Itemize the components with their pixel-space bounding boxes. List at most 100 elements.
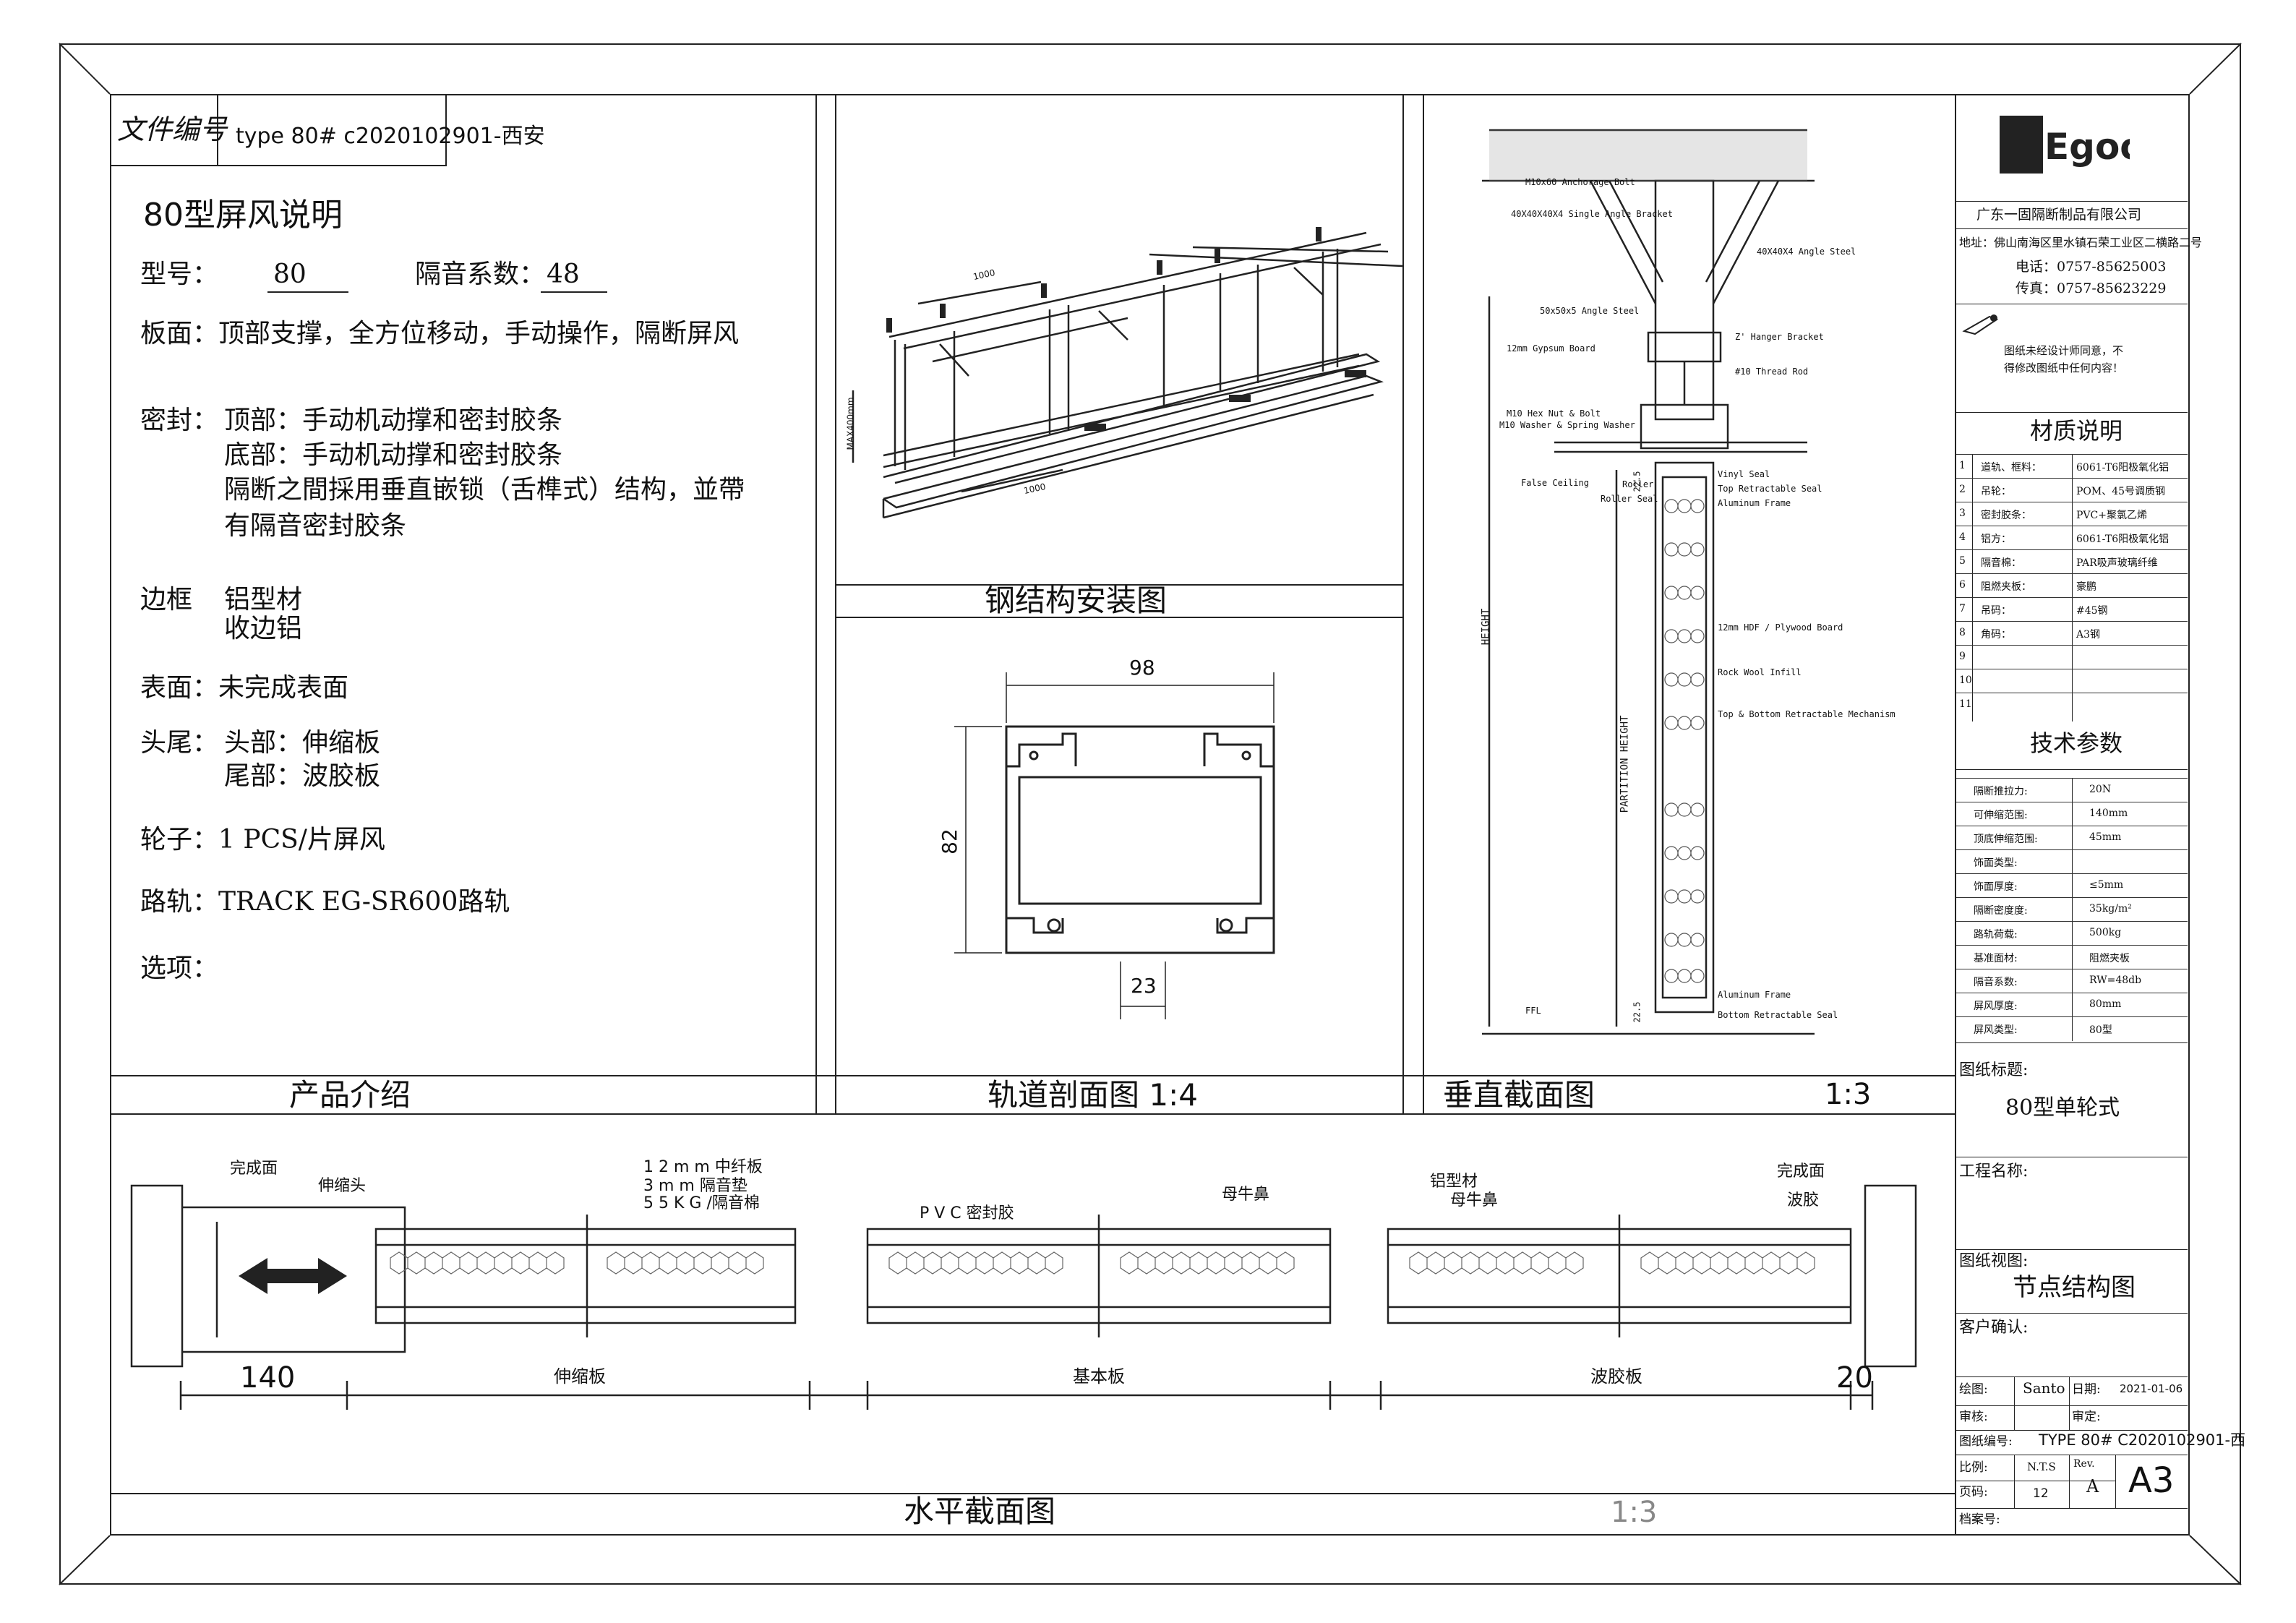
materials-row-number: 11 [1959,698,1972,710]
materials-row-number: 6 [1959,579,1966,591]
materials-row [1956,669,2188,693]
company-address: 地址：佛山南海区里水镇石荣工业区二横路二号 [1959,236,2203,249]
ends-line-1: 头部：伸缩板 [224,728,381,758]
page-value: 12 [2033,1486,2049,1501]
tech-row [1956,873,2188,898]
svg-text:Egood: Egood [2044,126,2130,168]
divider [1956,1313,2188,1314]
divider [1956,1042,2188,1043]
panel-line: 板面：顶部支撑，全方位移动，手动操作，隔断屏风 [140,319,740,348]
vertical-caption: 垂直截面图 [1443,1077,1595,1113]
tech-row-value: RW=48db [2089,975,2142,986]
vertical-scale: 1:3 [1825,1078,1872,1111]
hs-dim-p3: 波胶板 [1590,1366,1642,1387]
underline [267,291,348,293]
materials-row-number: 7 [1959,603,1966,614]
materials-row [1956,645,2188,669]
tech-row-param: 基准面材: [1974,953,2018,964]
divider [1956,1405,2188,1406]
scale-label: 比例: [1959,1460,1988,1475]
vs-label-16: 12mm HDF / Plywood Board [1718,622,1843,633]
tech-row [1956,849,2188,874]
options-line: 选项： [140,954,219,983]
company-tel: 电话：0757-85625003 [2016,259,2167,275]
tech-row [1956,1016,2188,1041]
tech-row [1956,778,2188,802]
horizontal-caption: 水平截面图 [904,1494,1056,1529]
materials-row [1956,597,2188,622]
divider [1956,1376,2188,1377]
vs-label-21: FFL [1525,1006,1541,1016]
materials-row-value: #45钢 [2076,605,2108,617]
seal-line-3: 隔断之間採用垂直嵌锁（舌榫式）结构，並帶 [224,475,745,505]
materials-row [1956,526,2188,550]
vs-label-18: Top & Bottom Retractable Mechanism [1718,709,1896,719]
tech-row-value: 35kg/m² [2089,903,2132,915]
materials-row-value: 6061-T6阳极氧化铝 [2076,534,2169,545]
model-label: 型号： [140,260,219,289]
divider [1956,1430,2188,1431]
divider [110,1075,1955,1076]
divider [836,584,1402,586]
divider [2072,454,2073,721]
tech-row-param: 隔断推拉力: [1974,786,2028,797]
vs-label-6: 12mm Gypsum Board [1507,343,1595,354]
review-label: 审核: [1959,1410,1988,1424]
date-value: 2021-01-06 [2120,1382,2183,1395]
frame-label: 边框 [140,585,193,614]
vs-label-17: Rock Wool Infill [1718,667,1802,677]
materials-row-item: 密封胶条： [1981,510,2031,521]
notice-line-2: 得修改图纸中任何内容！ [2004,361,2124,374]
divider [2014,1376,2015,1430]
drawing-title: 80型单轮式 [2005,1095,2120,1121]
seal-line-4: 有隔音密封胶条 [224,511,407,541]
hs-alu: 铝型材 [1430,1173,1478,1191]
tech-row-value: 45mm [2089,831,2122,843]
tech-row-param: 路轨荷载: [1974,929,2018,941]
seal-label: 密封： [140,406,219,435]
seal-line-2: 底部：手动机动撑和密封胶条 [224,440,563,470]
client-label: 客户确认: [1959,1319,2029,1337]
hs-pvc: P V C 密封胶 [920,1204,1014,1222]
tech-row-param: 屏风厚度: [1974,1001,2018,1012]
model-value: 80 [273,260,307,289]
horizontal-scale: 1:3 [1611,1496,1658,1529]
tech-row-param: 隔断密度度: [1974,905,2028,917]
divider [1402,94,1404,1115]
vs-label-12: Roller Seal [1601,494,1658,504]
divider [1956,1249,2188,1250]
divider [1955,94,1956,1536]
tech-row-value: ≤5mm [2089,879,2124,891]
frame-line-1: 铝型材 [224,585,303,614]
surface-line: 表面：未完成表面 [140,673,349,703]
drawing-title-label: 图纸标题: [1959,1061,2029,1079]
materials-row [1956,478,2188,502]
view-value: 节点结构图 [2013,1273,2136,1302]
inner-border [110,94,2190,1536]
file-no-value: type 80# c2020102901-西安 [236,124,545,149]
drawing-no-label: 图纸编号: [1959,1434,2013,1449]
wheel-line: 轮子：1 PCS/片屏风 [140,825,385,855]
materials-row-item: 道轨、框料： [1981,462,2042,474]
hs-dim-140: 140 [240,1361,296,1395]
materials-row [1956,621,2188,646]
materials-row-number: 3 [1959,508,1966,519]
hs-l3: 5 5 K G /隔音棉 [643,1194,760,1212]
materials-row-value: A3钢 [2076,629,2101,641]
divider [836,617,1402,618]
seal-line-1: 顶部：手动机动撑和密封胶条 [224,406,563,435]
tech-row [1956,897,2188,922]
project-label: 工程名称: [1959,1162,2029,1181]
divider [835,94,836,1115]
vs-label-15: Aluminum Frame [1718,498,1791,508]
materials-row-number: 9 [1959,651,1966,662]
sound-label: 隔音系数： [415,260,546,289]
materials-row-item: 吊轮： [1981,486,2011,497]
divider [1956,769,2188,770]
divider [1972,454,1973,721]
materials-row-number: 10 [1959,675,1972,686]
divider [1956,201,2188,202]
tech-row-value: 阻燃夹板 [2089,953,2130,964]
rev-label: Rev. [2073,1458,2095,1470]
